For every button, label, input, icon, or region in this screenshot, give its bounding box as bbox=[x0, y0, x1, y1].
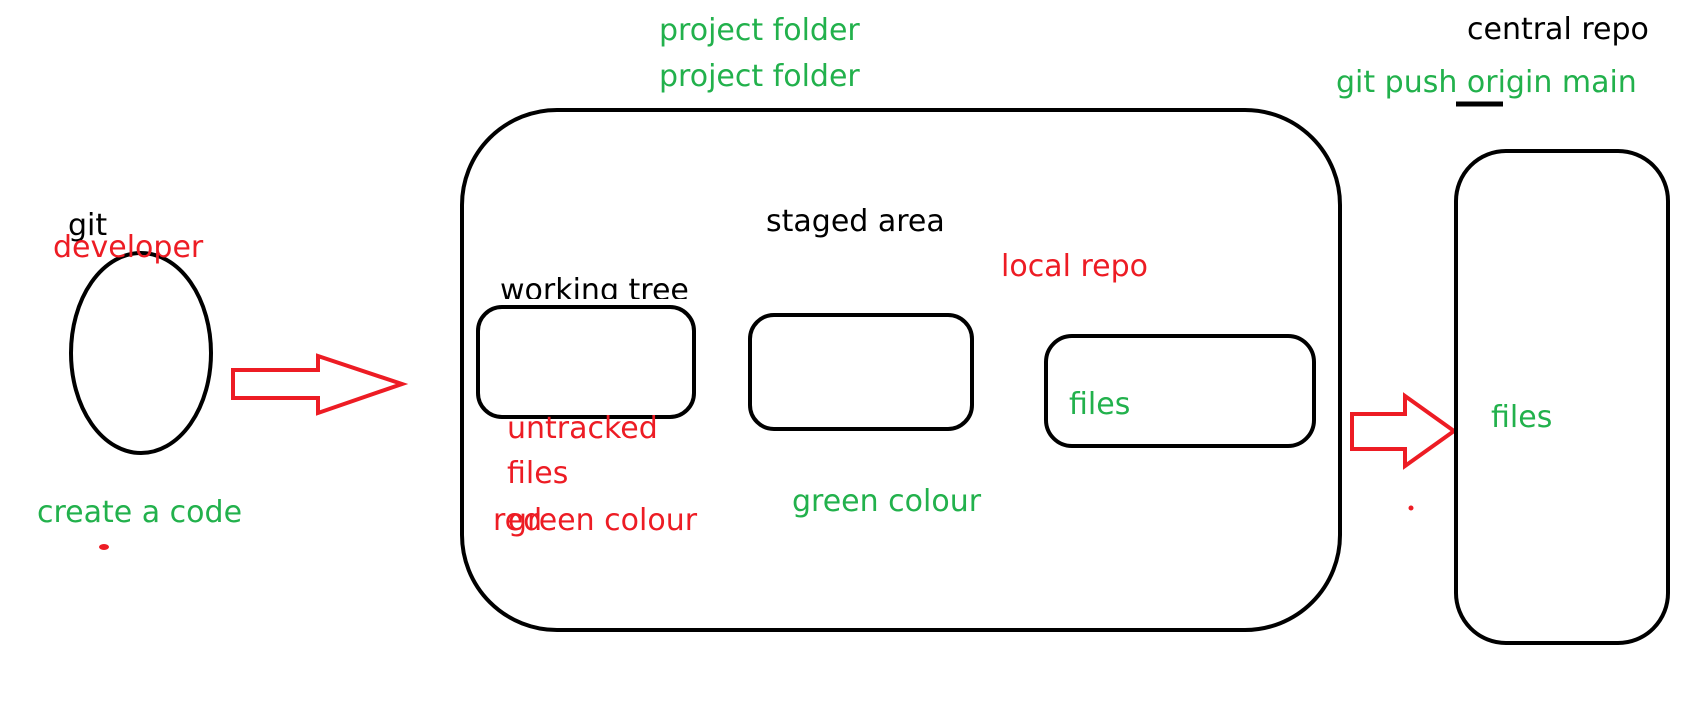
central-repo-label: central repo bbox=[1467, 12, 1649, 47]
git-push-command: git push origin main bbox=[1336, 65, 1637, 100]
central-repo-files-label: files bbox=[1491, 400, 1553, 435]
staged-area-label: staged area bbox=[766, 204, 945, 239]
red-colour-label: red bbox=[493, 503, 543, 538]
red-dot-left bbox=[99, 544, 109, 550]
untracked-label: untracked bbox=[507, 411, 658, 446]
central-repo-box bbox=[1454, 149, 1670, 645]
green-colour-overlap-label: green colour bbox=[508, 503, 698, 538]
working-tree-label: working tree bbox=[500, 273, 689, 300]
local-repo-files-label: files bbox=[1069, 387, 1131, 422]
project-folder-label-duplicate: project folder bbox=[659, 59, 860, 94]
project-folder-box bbox=[460, 108, 1342, 632]
staged-area-box bbox=[748, 313, 974, 431]
arrow-developer-to-project bbox=[231, 353, 409, 416]
working-tree-box bbox=[476, 305, 696, 419]
git-label: git bbox=[68, 208, 108, 243]
local-repo-label: local repo bbox=[1001, 249, 1148, 284]
developer-ellipse bbox=[69, 251, 213, 455]
working-tree-label-clip: working tree bbox=[500, 272, 710, 300]
create-code-label: create a code bbox=[37, 495, 243, 530]
green-colour-label: green colour bbox=[792, 484, 982, 519]
arrow-local-to-central bbox=[1350, 392, 1458, 470]
local-repo-box bbox=[1044, 334, 1316, 448]
developer-label: developer bbox=[53, 230, 204, 265]
untracked-files-label: files bbox=[507, 456, 569, 491]
red-dot-right bbox=[1408, 505, 1414, 511]
project-folder-label: project folder bbox=[659, 13, 860, 48]
